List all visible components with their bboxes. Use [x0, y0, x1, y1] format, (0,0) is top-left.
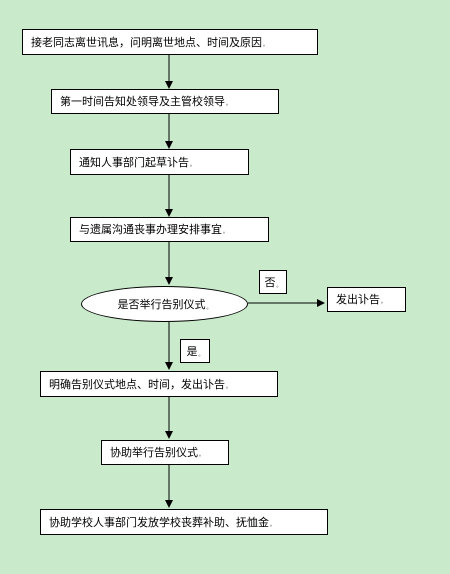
step-draft-obituary-mark: 。 — [190, 161, 196, 168]
step-issue-obituary-mark: 。 — [381, 299, 387, 305]
step-assist-ceremony-text: 协助举行告别仪式 — [110, 446, 198, 459]
step-communicate-family: 与遗属沟通丧事办理安排事宜。 — [70, 217, 269, 242]
branch-yes-text: 是 — [186, 345, 198, 358]
step-draft-obituary-text: 通知人事部门起草讣告 — [79, 155, 189, 169]
branch-yes-label: 是。 — [180, 339, 210, 363]
step-notify-leaders: 第一时间告知处领导及主管校领导。 — [51, 89, 279, 114]
step-draft-obituary: 通知人事部门起草讣告。 — [70, 149, 249, 175]
decision-mark: 。 — [206, 304, 212, 311]
branch-no-text: 否 — [264, 276, 276, 289]
branch-yes-mark: 。 — [198, 351, 204, 358]
step-set-ceremony-text: 明确告别仪式地点、时间，发出讣告 — [49, 377, 225, 391]
step-notify-leaders-text: 第一时间告知处领导及主管校领导 — [60, 95, 225, 108]
step-receive-news: 接老同志离世讯息，问明离世地点、时间及原因。 — [22, 29, 318, 55]
step-pay-benefits-text: 协助学校人事部门发放学校丧葬补助、抚恤金 — [49, 515, 269, 529]
step-receive-news-mark: 。 — [263, 41, 269, 48]
step-set-ceremony-mark: 。 — [226, 383, 232, 390]
decision-text: 是否举行告别仪式 — [117, 298, 206, 311]
branch-no-mark: 。 — [276, 282, 282, 289]
step-assist-ceremony-mark: 。 — [199, 452, 205, 458]
step-pay-benefits-mark: 。 — [270, 521, 276, 528]
step-communicate-family-mark: 。 — [223, 229, 229, 235]
step-notify-leaders-mark: 。 — [226, 101, 232, 107]
decision-hold-ceremony: 是否举行告别仪式。 — [81, 286, 248, 322]
step-issue-obituary: 发出讣告。 — [327, 287, 406, 312]
step-assist-ceremony: 协助举行告别仪式。 — [101, 440, 229, 465]
step-set-ceremony: 明确告别仪式地点、时间，发出讣告。 — [40, 371, 278, 397]
step-pay-benefits: 协助学校人事部门发放学校丧葬补助、抚恤金。 — [40, 509, 328, 535]
step-issue-obituary-text: 发出讣告 — [336, 293, 380, 306]
branch-no-label: 否。 — [259, 270, 287, 294]
step-receive-news-text: 接老同志离世讯息，问明离世地点、时间及原因 — [31, 35, 262, 49]
step-communicate-family-text: 与遗属沟通丧事办理安排事宜 — [79, 223, 222, 236]
